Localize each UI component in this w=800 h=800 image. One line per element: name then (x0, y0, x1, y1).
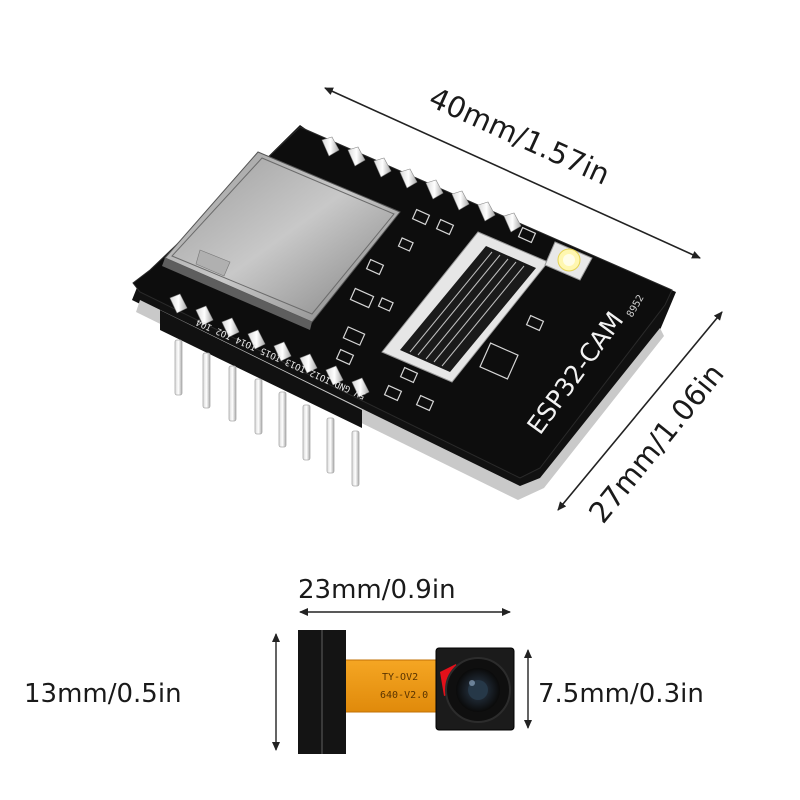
ov2640-camera-module: TY-OV2 640-V2.0 (298, 630, 515, 754)
esp32-cam-board: 5V GND IO12 IO13 IO15 IO14 IO2 IO4 ESP32… (132, 125, 676, 500)
flex-label-line2: 640-V2.0 (380, 690, 428, 701)
camera-length-dimension: 23mm/0.9in (298, 575, 511, 616)
flex-cable (346, 660, 436, 712)
flash-led (544, 241, 593, 281)
camera-module-height-label: 7.5mm/0.3in (538, 679, 704, 709)
camera-length-label: 23mm/0.9in (298, 575, 456, 605)
camera-module-height-dimension: 7.5mm/0.3in (524, 649, 704, 729)
board-length-label: 40mm/1.57in (424, 80, 615, 191)
sd-card-slot (162, 151, 401, 330)
camera-ribbon-height-label: 13mm/0.5in (24, 679, 182, 709)
flex-label-line1: TY-OV2 (382, 672, 418, 683)
camera-connector (381, 231, 549, 383)
header-pins-back (321, 136, 522, 233)
camera-ribbon-height-dimension: 13mm/0.5in (24, 633, 280, 751)
smd-components (335, 208, 545, 412)
header-pins-front (160, 293, 370, 487)
